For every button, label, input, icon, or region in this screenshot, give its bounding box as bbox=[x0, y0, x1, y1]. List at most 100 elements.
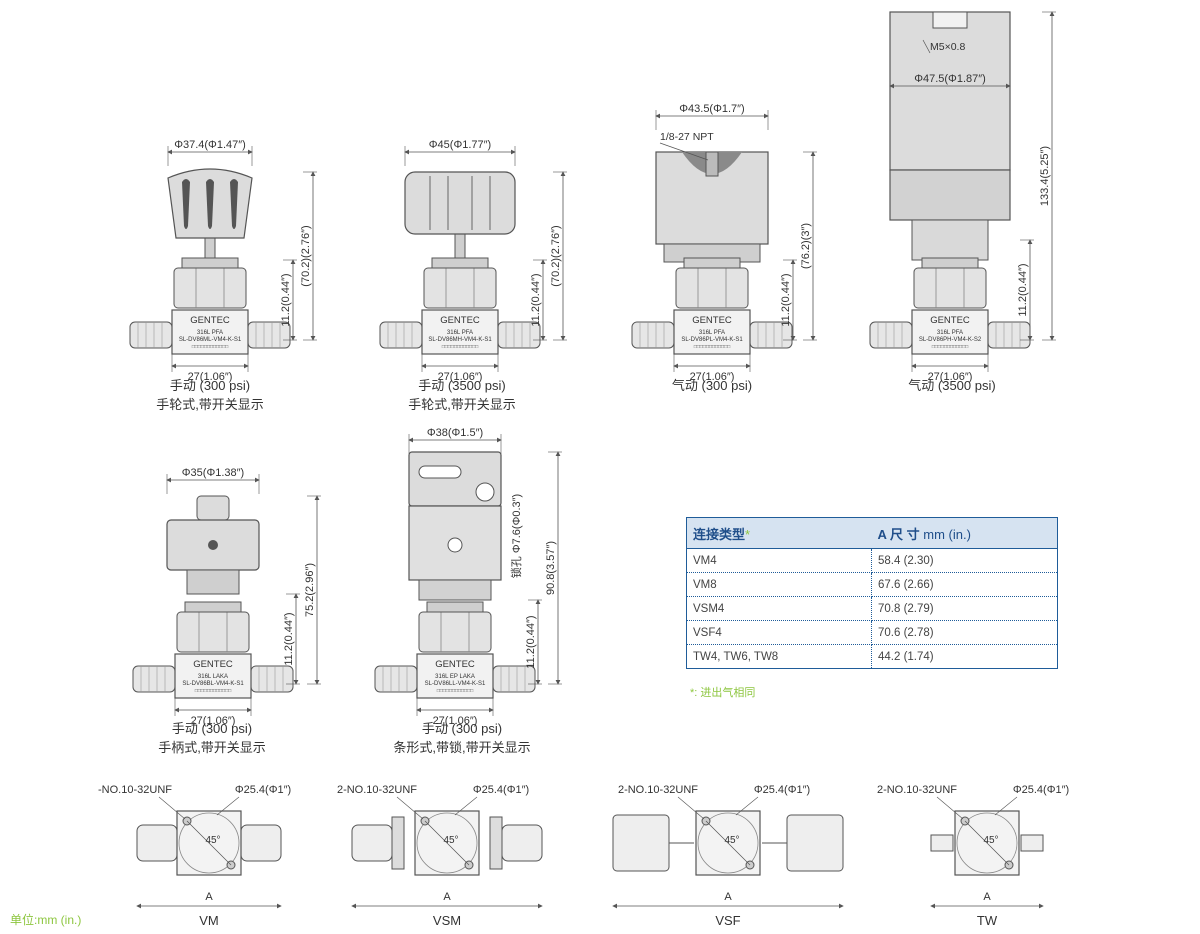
marking-text: SL-DV86MH-VM4-K-S1 bbox=[428, 337, 492, 343]
leader-line bbox=[677, 796, 705, 820]
brand-text: GENTEC bbox=[692, 315, 732, 326]
tube-fitting bbox=[351, 824, 393, 862]
diameter-dimension-text: Φ35(Φ1.38″) bbox=[182, 467, 244, 479]
height-dimension-text: 11.2(0.44″) bbox=[283, 612, 295, 665]
cell-dim: 70.6 (2.78) bbox=[871, 620, 1058, 645]
bottom-view-vsm: 45° 2-NO.10-32UNF Φ25.4(Φ1″) A VSM bbox=[337, 784, 543, 928]
bonnet bbox=[683, 257, 741, 269]
height-dimension-text: 11.2(0.44″) bbox=[780, 273, 792, 326]
valve-3-caption: 气动 (300 psi) bbox=[671, 378, 753, 393]
valve-body bbox=[911, 309, 989, 355]
height-dimension-text: 11.2(0.44″) bbox=[1017, 263, 1029, 316]
table-note: *: 进出气相同 bbox=[690, 687, 756, 699]
cell-type: VSF4 bbox=[686, 620, 872, 645]
width-dimension-text: 27(1.06″) bbox=[188, 371, 233, 383]
leader-line bbox=[659, 142, 709, 161]
brand-text: GENTEC bbox=[930, 315, 970, 326]
hex-nut bbox=[176, 611, 250, 653]
bottom-view-drawings: 45° -NO.10-32UNF Φ25.4(Φ1″) A VM 45° 2-NO.10-3… bbox=[98, 784, 1069, 928]
cell-type: VM8 bbox=[686, 572, 872, 597]
handwheel-grip bbox=[230, 179, 238, 229]
height-dimension-text: 90.8(3.57″) bbox=[545, 541, 557, 595]
handwheel-grip bbox=[206, 179, 214, 229]
handle-tab bbox=[196, 495, 230, 521]
thread-label: M5×0.8 bbox=[930, 41, 965, 53]
stem bbox=[204, 234, 216, 261]
brand-text: GENTEC bbox=[193, 659, 233, 670]
cell-type: VM4 bbox=[686, 548, 872, 573]
diameter-dimension-text: Φ45(Φ1.77″) bbox=[429, 139, 491, 151]
bonnet bbox=[181, 257, 239, 269]
leader-line bbox=[396, 796, 424, 820]
hex-nut bbox=[675, 267, 749, 309]
leader-line bbox=[994, 796, 1018, 816]
angle-text: 45° bbox=[724, 835, 739, 846]
marking-text: □□□□□□□□□□□□ bbox=[442, 344, 478, 350]
tube-fitting bbox=[379, 321, 423, 349]
table-header-row: 连接类型* A 尺 寸 mm (in.) bbox=[686, 517, 1058, 549]
valve-body bbox=[421, 309, 499, 355]
height-dimension-text: (70.2)(2.76″) bbox=[550, 225, 562, 286]
a-dimension-text: A bbox=[983, 891, 991, 903]
marking-text: SL-DV86LL-VM4-K-S1 bbox=[425, 681, 486, 687]
lock-collar bbox=[418, 579, 492, 601]
actuator-base bbox=[889, 169, 1011, 221]
leader-line bbox=[158, 796, 186, 820]
stem bbox=[454, 231, 466, 261]
thread-label: 2-NO.10-32UNF bbox=[877, 784, 957, 796]
diameter-label: Φ25.4(Φ1″) bbox=[1013, 784, 1069, 796]
hex-nut bbox=[423, 267, 497, 309]
a-dimension-text: A bbox=[443, 891, 451, 903]
thread-label: 2-NO.10-32UNF bbox=[337, 784, 417, 796]
valve-body bbox=[673, 309, 751, 355]
bottom-view-label: VSF bbox=[715, 913, 740, 928]
cell-dim: 70.8 (2.79) bbox=[871, 596, 1058, 621]
hex-nut bbox=[913, 267, 987, 309]
cell-dim: 58.4 (2.30) bbox=[871, 548, 1058, 573]
marking-text: SL-DV86PH-VM4-K-S2 bbox=[919, 337, 982, 343]
width-dimension-text: 27(1.06″) bbox=[191, 715, 236, 727]
leader-line bbox=[922, 39, 931, 54]
tube-fitting bbox=[492, 665, 536, 693]
cell-type: VSM4 bbox=[686, 596, 872, 621]
cell-type: TW4, TW6, TW8 bbox=[686, 644, 872, 669]
actuator-neck bbox=[911, 219, 989, 261]
thread-label: -NO.10-32UNF bbox=[98, 784, 172, 796]
marking-text: SL-DV86ML-VM4-K-S1 bbox=[179, 337, 242, 343]
valve-body bbox=[171, 309, 249, 355]
hex-nut bbox=[173, 267, 247, 309]
marking-text: □□□□□□□□□□□□ bbox=[694, 344, 730, 350]
lockhole-label: 锁孔 Φ7.6(Φ0.3″) bbox=[509, 494, 523, 578]
angle-text: 45° bbox=[205, 835, 220, 846]
tube-fitting bbox=[869, 321, 913, 349]
marking-text: 316L LAKA bbox=[198, 674, 228, 680]
actuator bbox=[889, 11, 1011, 171]
bolt-circle bbox=[416, 812, 478, 874]
diameter-label: Φ25.4(Φ1″) bbox=[235, 784, 291, 796]
tube-fitting bbox=[250, 665, 294, 693]
bottom-view-label: VM bbox=[199, 913, 219, 928]
bonnet bbox=[426, 601, 484, 613]
brand-text: GENTEC bbox=[190, 315, 230, 326]
tube-stub bbox=[930, 834, 954, 852]
bottom-view-label: TW bbox=[977, 913, 998, 928]
bottom-view-tw: 45° 2-NO.10-32UNF Φ25.4(Φ1″) A TW bbox=[877, 784, 1069, 928]
marking-text: 316L PFA bbox=[197, 330, 223, 336]
marking-text: 316L PFA bbox=[937, 330, 963, 336]
valve-4-caption: 气动 (3500 psi) bbox=[908, 378, 996, 393]
angle-text: 45° bbox=[443, 835, 458, 846]
handwheel-grip bbox=[182, 179, 190, 229]
marking-text: □□□□□□□□□□□□ bbox=[192, 344, 228, 350]
angle-text: 45° bbox=[983, 835, 998, 846]
npt-hole bbox=[705, 151, 719, 177]
diameter-label: Φ25.4(Φ1″) bbox=[473, 784, 529, 796]
bottom-view-label: VSM bbox=[433, 913, 461, 928]
handwheel bbox=[404, 171, 516, 235]
height-dimension-text: (70.2)(2.76″) bbox=[300, 225, 312, 286]
handle-hole bbox=[208, 540, 218, 550]
